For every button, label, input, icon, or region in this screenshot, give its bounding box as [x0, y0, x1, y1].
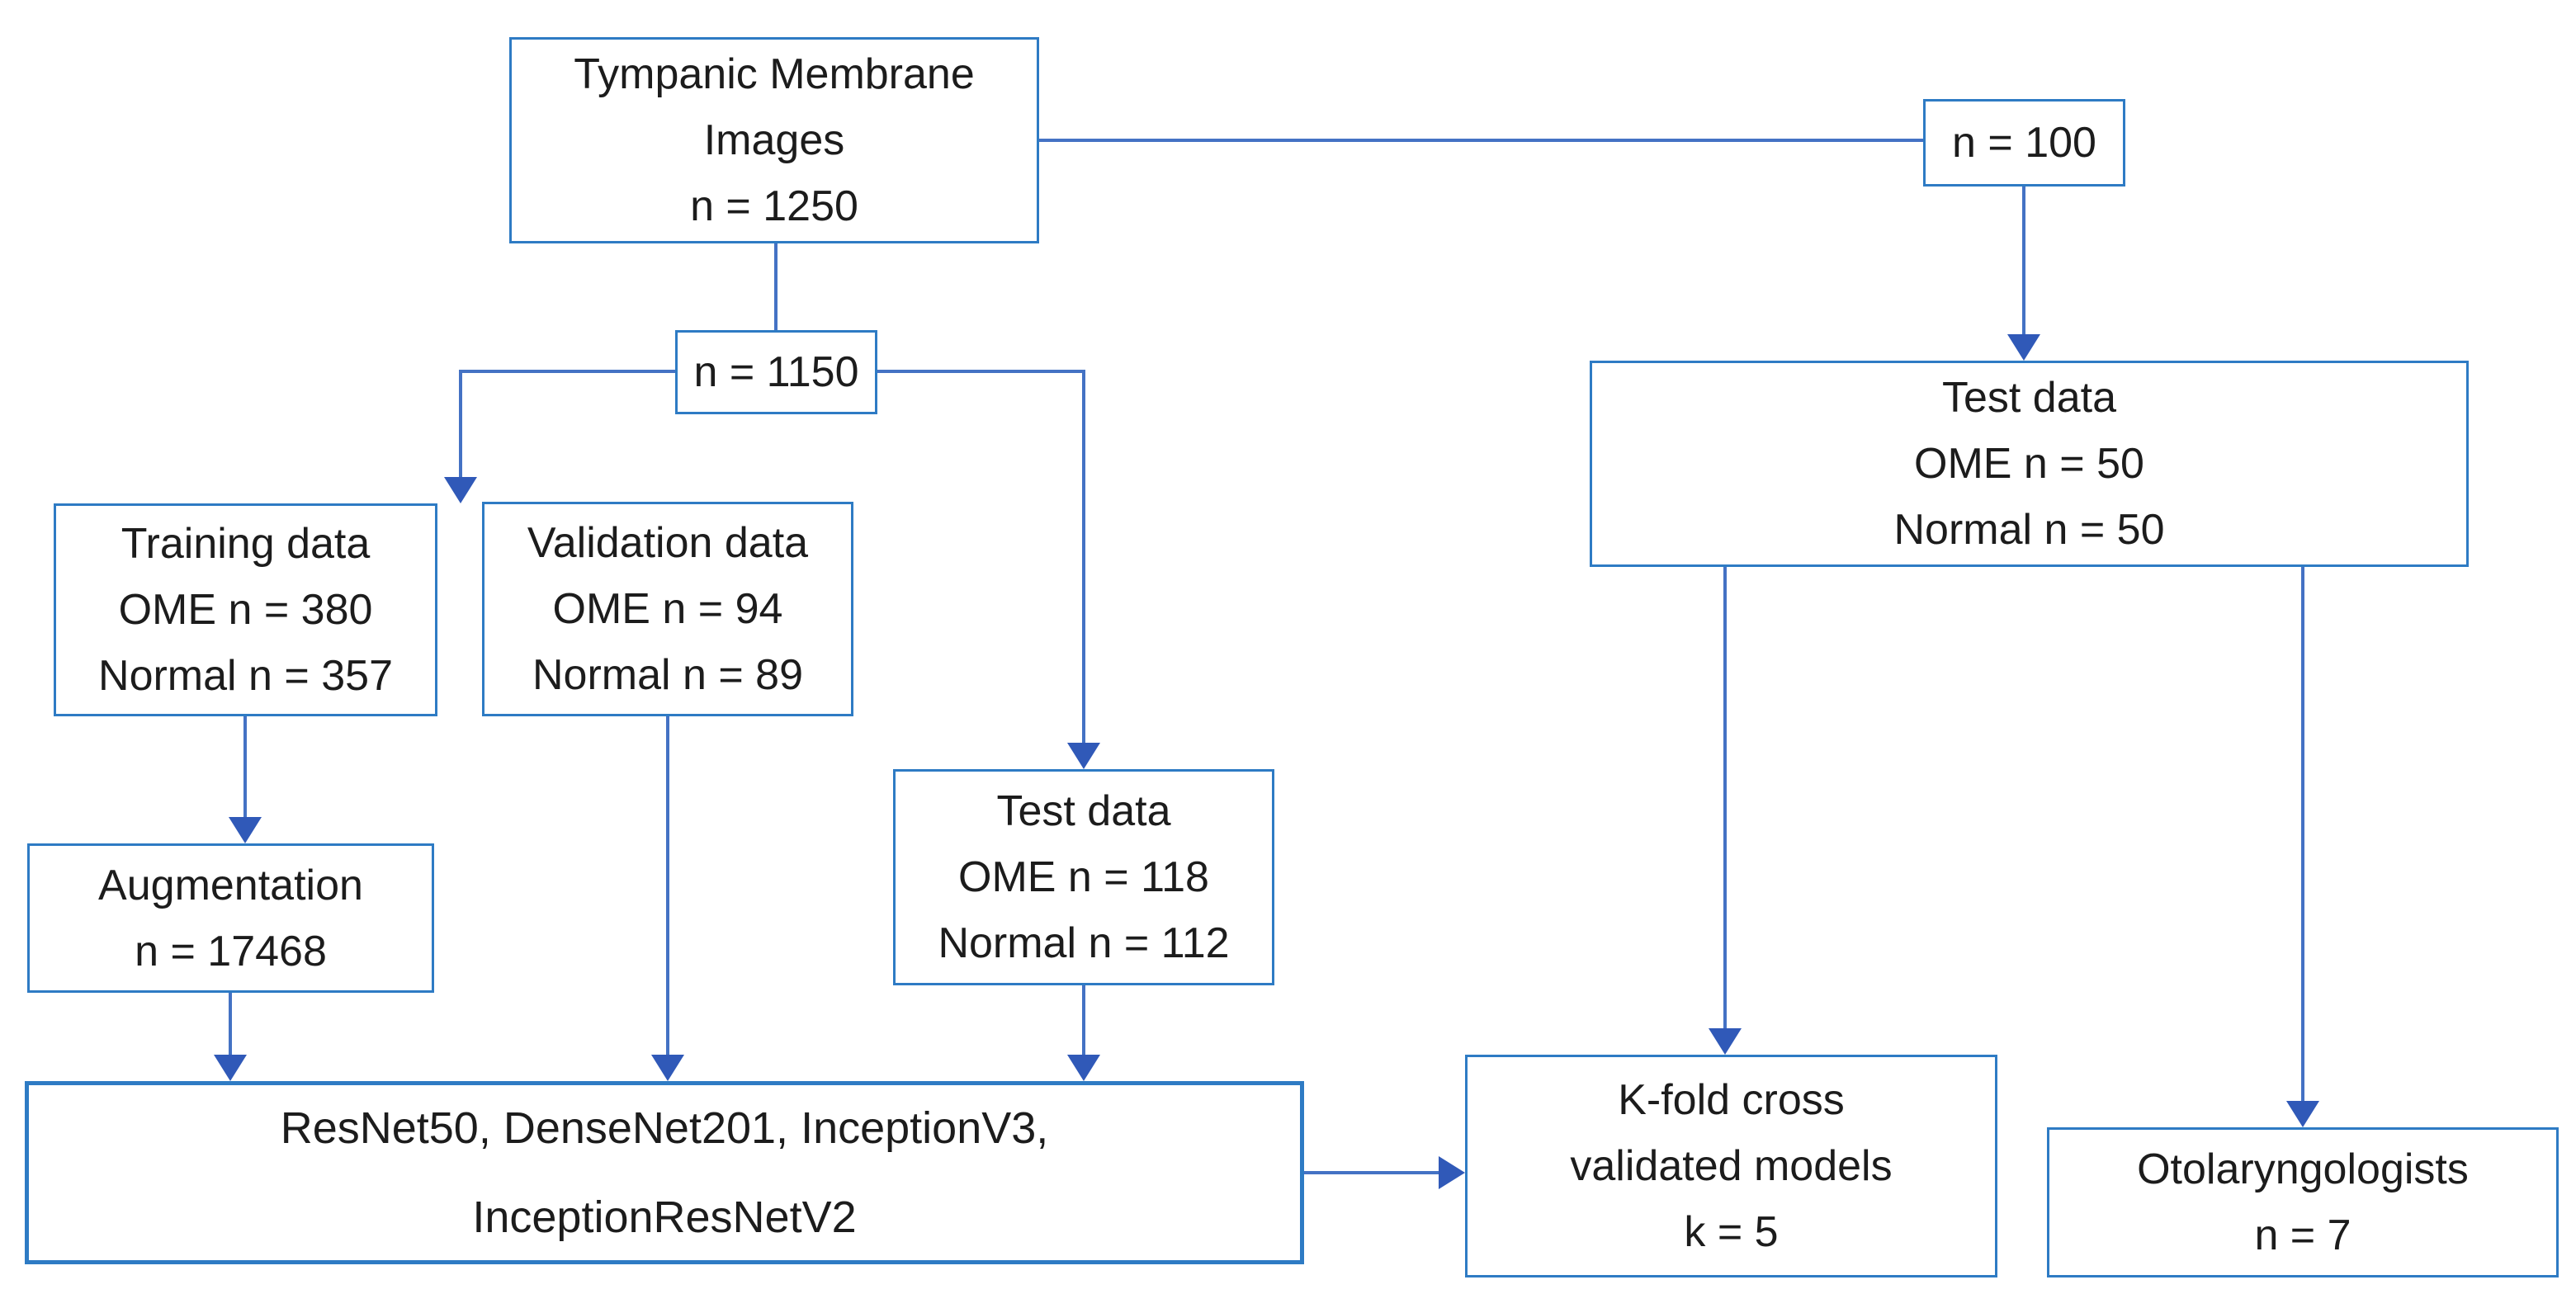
- node-training-data: Training data OME n = 380 Normal n = 357: [54, 503, 437, 716]
- connector-augmentation-to-models: [229, 991, 232, 1056]
- node-text-line: OME n = 50: [1914, 440, 2144, 488]
- node-text-line: n = 1250: [690, 182, 858, 230]
- node-test-data-internal: Test data OME n = 118 Normal n = 112: [893, 769, 1274, 985]
- node-text-line: Normal n = 112: [938, 919, 1230, 967]
- arrowhead-test-internal-into-models: [1067, 1055, 1100, 1081]
- node-text-line: ResNet50, DenseNet201, InceptionV3,: [280, 1103, 1049, 1153]
- node-text-line: OME n = 380: [118, 586, 373, 634]
- connector-test-external-to-kfold: [1723, 565, 1727, 1029]
- node-text-line: n = 7: [2254, 1211, 2351, 1259]
- node-augmentation: Augmentation n = 17468: [27, 843, 434, 993]
- node-text-line: Otolaryngologists: [2137, 1145, 2469, 1193]
- node-text-line: k = 5: [1684, 1208, 1779, 1256]
- arrowhead-into-kfold-top: [1709, 1028, 1742, 1055]
- node-text-line: Test data: [996, 787, 1171, 835]
- node-text-line: Normal n = 357: [98, 652, 393, 700]
- node-n-100: n = 100: [1923, 99, 2125, 187]
- node-text-line: Normal n = 89: [532, 651, 804, 699]
- connector-n1150-right-branch-horizontal: [876, 370, 1084, 373]
- node-text-line: n = 17468: [135, 927, 327, 975]
- connector-models-to-kfold: [1304, 1171, 1439, 1174]
- connector-tympanic-to-n100: [1039, 139, 1923, 142]
- connector-training-to-augmentation: [243, 715, 247, 819]
- node-text-line: K-fold cross: [1618, 1076, 1845, 1124]
- connector-test-internal-to-models: [1082, 984, 1085, 1056]
- node-test-data-external: Test data OME n = 50 Normal n = 50: [1590, 361, 2469, 567]
- node-text-line: n = 1150: [693, 348, 859, 396]
- arrowhead-into-test-internal: [1067, 743, 1100, 769]
- node-text-line: Images: [703, 116, 845, 164]
- arrowhead-augmentation-into-models: [214, 1055, 247, 1081]
- connector-n1150-right-branch-vertical: [1082, 370, 1085, 743]
- node-text-line: validated models: [1570, 1142, 1893, 1190]
- node-otolaryngologists: Otolaryngologists n = 7: [2047, 1127, 2559, 1277]
- node-text-line: Normal n = 50: [1893, 506, 2165, 554]
- connector-n100-to-test-external: [2022, 187, 2025, 337]
- node-kfold-cross-validated-models: K-fold cross validated models k = 5: [1465, 1055, 1997, 1277]
- node-text-line: OME n = 94: [552, 585, 783, 633]
- node-cnn-models: ResNet50, DenseNet201, InceptionV3, Ince…: [25, 1081, 1304, 1264]
- node-text-line: Augmentation: [98, 861, 363, 909]
- arrowhead-into-augmentation: [229, 817, 262, 843]
- node-text-line: OME n = 118: [958, 853, 1209, 901]
- node-tympanic-membrane-images: Tympanic Membrane Images n = 1250: [509, 37, 1039, 243]
- arrowhead-into-otolaryngologists: [2286, 1101, 2319, 1127]
- node-n-1150: n = 1150: [675, 330, 877, 414]
- arrowhead-into-test-external: [2007, 334, 2040, 361]
- node-validation-data: Validation data OME n = 94 Normal n = 89: [482, 502, 853, 716]
- node-text-line: n = 100: [1952, 119, 2096, 167]
- node-text-line: Tympanic Membrane: [574, 50, 975, 98]
- node-text-line: Training data: [121, 520, 371, 568]
- arrowhead-validation-into-models: [651, 1055, 684, 1081]
- connector-n1150-left-branch-vertical: [459, 370, 462, 479]
- connector-n1150-left-branch-horizontal: [461, 370, 677, 373]
- node-text-line: InceptionResNetV2: [472, 1192, 857, 1242]
- node-text-line: Test data: [1941, 374, 2117, 422]
- node-text-line: Validation data: [527, 519, 809, 567]
- arrowhead-into-training-validation: [444, 477, 477, 503]
- connector-test-external-to-otolaryngologists: [2301, 565, 2304, 1102]
- connector-validation-to-models: [666, 715, 669, 1056]
- connector-tympanic-to-n1150: [774, 242, 778, 330]
- arrowhead-into-kfold-left: [1439, 1156, 1465, 1189]
